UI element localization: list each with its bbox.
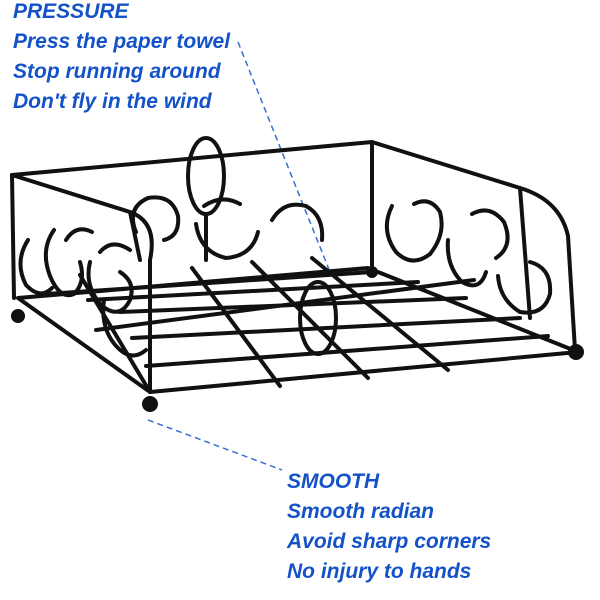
- pressure-line-1: Press the paper towel: [13, 30, 231, 53]
- smooth-line-2: Avoid sharp corners: [287, 530, 492, 553]
- smooth-callout: SMOOTH Smooth radian Avoid sharp corners…: [287, 467, 491, 587]
- pressure-heading: PRESSURE: [13, 0, 129, 23]
- smooth-line-1: Smooth radian: [287, 500, 435, 523]
- smooth-heading: SMOOTH: [287, 470, 380, 493]
- pressure-leader-line: [237, 41, 331, 273]
- pressure-line-3: Don't fly in the wind: [13, 90, 212, 113]
- smooth-leader-line: [147, 419, 283, 471]
- pressure-callout: PRESSURE Press the paper towel Stop runn…: [13, 0, 230, 117]
- smooth-line-3: No injury to hands: [287, 560, 472, 583]
- pressure-line-2: Stop running around: [13, 60, 221, 83]
- napkin-holder: [10, 136, 584, 412]
